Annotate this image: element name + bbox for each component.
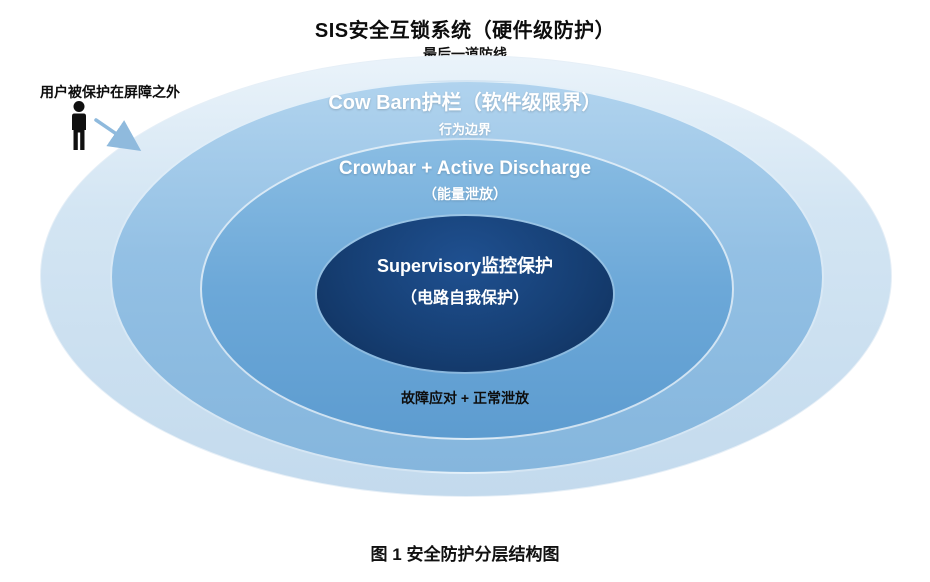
person-icon <box>72 101 86 150</box>
crowbar-layer-title: Crowbar + Active Discharge <box>338 158 592 179</box>
figure-caption: 图 1 安全防护分层结构图 <box>370 545 560 564</box>
diagram-title: SIS安全互锁系统（硬件级防护） <box>314 20 616 42</box>
crowbar-layer-label: Crowbar + Active Discharge （能量泄放） <box>0 158 930 204</box>
fault-response-note: 故障应对 + 正常泄放 <box>401 390 529 406</box>
crowbar-layer-subtitle: （能量泄放） <box>423 186 507 202</box>
supervisory-core-ellipse <box>317 216 613 372</box>
arrow-pointer-icon <box>94 118 142 151</box>
supervisory-core-title: Supervisory监控保护 <box>376 256 554 276</box>
cowbarn-layer-title: Cow Barn护栏（软件级限界） <box>328 92 602 114</box>
user-annotation-label: 用户被保护在屏障之外 <box>40 84 180 100</box>
supervisory-core-label: Supervisory监控保护 （电路自我保护） <box>0 252 930 308</box>
cowbarn-layer-label: Cow Barn护栏（软件级限界） 行为边界 <box>0 86 930 138</box>
cowbarn-layer-subtitle: 行为边界 <box>438 122 491 137</box>
supervisory-core-subtitle: （电路自我保护） <box>400 290 529 307</box>
